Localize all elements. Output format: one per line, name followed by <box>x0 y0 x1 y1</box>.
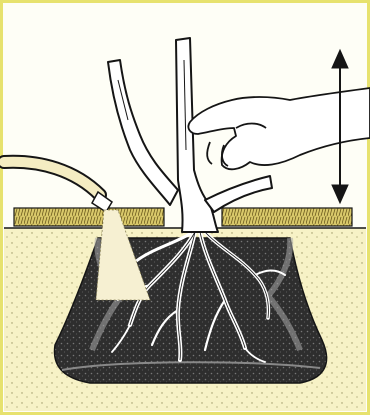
turf-strip-left <box>14 208 164 226</box>
turf-strip-right <box>222 208 352 226</box>
planting-hole <box>54 238 326 383</box>
